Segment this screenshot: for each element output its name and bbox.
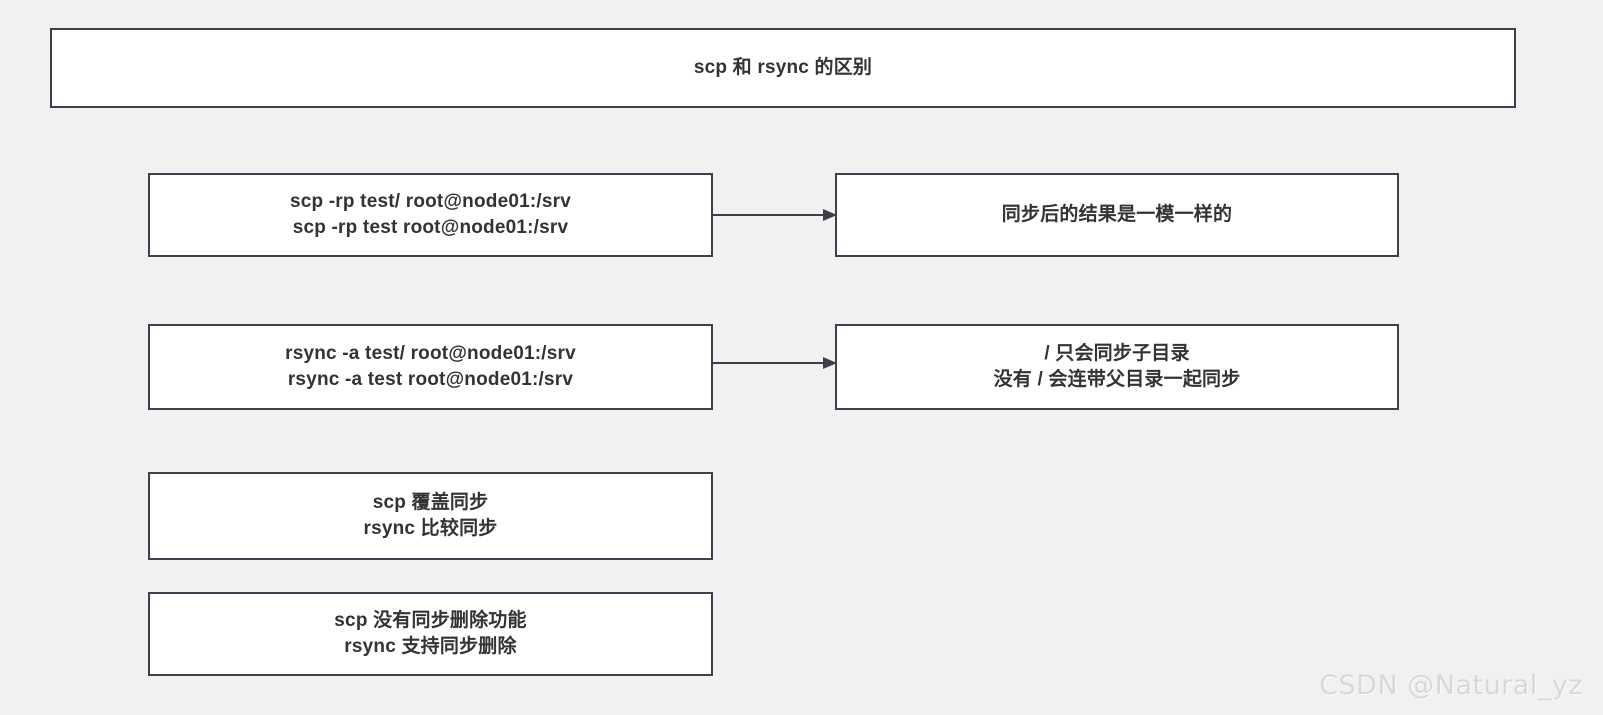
node-rsync-result[interactable]: / 只会同步子目录 没有 / 会连带父目录一起同步 <box>835 324 1399 410</box>
node-overwrite-compare-line-2: rsync 比较同步 <box>363 518 498 539</box>
title-text: scp 和 rsync 的区别 <box>693 56 873 78</box>
node-rsync-command-line-2: rsync -a test root@node01:/srv <box>287 369 574 390</box>
node-overwrite-compare-line-1: scp 覆盖同步 <box>372 491 489 513</box>
watermark-text: CSDN @Natural_yz <box>1319 670 1583 701</box>
node-rsync-result-line-2: 没有 / 会连带父目录一起同步 <box>993 369 1241 390</box>
arrow-scp-command-to-result <box>713 209 837 221</box>
node-delete-support-line-2: rsync 支持同步删除 <box>344 636 517 657</box>
node-rsync-command[interactable]: rsync -a test/ root@node01:/srv rsync -a… <box>148 324 713 410</box>
node-delete-support[interactable]: scp 没有同步删除功能 rsync 支持同步删除 <box>148 592 713 676</box>
node-scp-command-line-2: scp -rp test root@node01:/srv <box>292 217 569 238</box>
node-scp-result-line-1: 同步后的结果是一模一样的 <box>1001 203 1233 225</box>
node-scp-command-line-1: scp -rp test/ root@node01:/srv <box>289 190 572 212</box>
arrow-rsync-command-to-result <box>713 357 837 369</box>
node-delete-support-line-1: scp 没有同步删除功能 <box>334 609 527 631</box>
node-overwrite-compare[interactable]: scp 覆盖同步 rsync 比较同步 <box>148 472 713 560</box>
node-scp-result[interactable]: 同步后的结果是一模一样的 <box>835 173 1399 257</box>
node-scp-command[interactable]: scp -rp test/ root@node01:/srv scp -rp t… <box>148 173 713 257</box>
node-rsync-command-line-1: rsync -a test/ root@node01:/srv <box>285 342 576 364</box>
node-rsync-result-line-1: / 只会同步子目录 <box>1044 342 1190 364</box>
title-box[interactable]: scp 和 rsync 的区别 <box>50 28 1516 108</box>
